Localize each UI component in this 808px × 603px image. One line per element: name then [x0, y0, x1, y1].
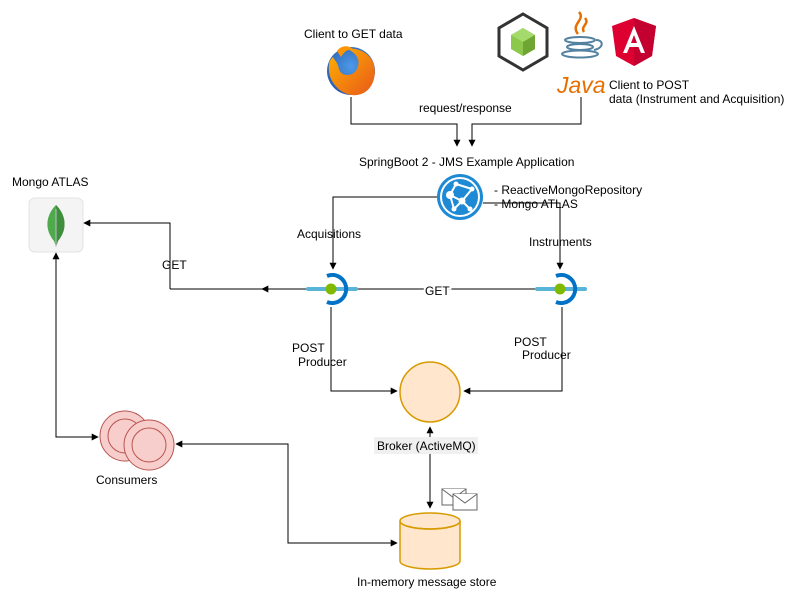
client-post-label-line1: Client to POST	[609, 78, 690, 92]
producer-left-label: Producer	[298, 355, 347, 369]
edge-store-consumers	[175, 440, 398, 547]
acquisitions-label: Acquisitions	[297, 227, 361, 241]
mongodb-leaf-icon	[28, 197, 84, 253]
edge-instruments-to-broker	[463, 307, 563, 395]
broker-label: Broker (ActiveMQ)	[377, 439, 476, 453]
mongo-atlas-label: Mongo ATLAS	[12, 175, 89, 189]
get-middle-label: GET	[425, 284, 450, 298]
java-logo-text: Java	[556, 72, 606, 98]
springboot-app-label: SpringBoot 2 - JMS Example Application	[359, 155, 574, 169]
edge-app-to-instruments	[483, 202, 564, 270]
message-store-label: In-memory message store	[357, 575, 497, 589]
repository-label-line2: - Mongo ATLAS	[494, 197, 578, 211]
post-left-label: POST	[292, 341, 325, 355]
repository-label-line1: - ReactiveMongoRepository	[494, 183, 642, 197]
edge-app-to-acquisitions	[329, 196, 437, 270]
acquisitions-endpoint-icon	[306, 273, 358, 305]
service-fabric-icon	[437, 174, 483, 220]
edge-acquisitions-to-broker	[330, 307, 398, 395]
client-post-label-line2: data (Instrument and Acquisition)	[609, 92, 784, 106]
consumers-icon	[99, 410, 175, 471]
instruments-label: Instruments	[529, 235, 592, 249]
request-response-label: request/response	[419, 101, 512, 115]
producer-right-label: Producer	[522, 348, 571, 362]
angular-icon	[612, 18, 656, 66]
broker-label-background	[374, 437, 478, 454]
edge-firefox-to-app	[350, 97, 461, 147]
java-icon	[561, 11, 603, 59]
edge-get-to-mongo	[83, 219, 171, 289]
database-icon	[399, 512, 461, 570]
get-left-label: GET	[162, 258, 187, 272]
broker-circle	[399, 361, 461, 423]
consumers-label: Consumers	[96, 473, 157, 487]
edge-mongo-consumers	[52, 252, 99, 441]
envelope-icon	[441, 488, 478, 511]
instruments-endpoint-icon	[535, 273, 587, 305]
edge-post-clients-to-app	[468, 97, 582, 147]
client-get-label: Client to GET data	[304, 27, 403, 41]
post-right-label: POST	[514, 335, 547, 349]
firefox-icon	[327, 46, 375, 96]
nodejs-icon	[497, 12, 549, 72]
